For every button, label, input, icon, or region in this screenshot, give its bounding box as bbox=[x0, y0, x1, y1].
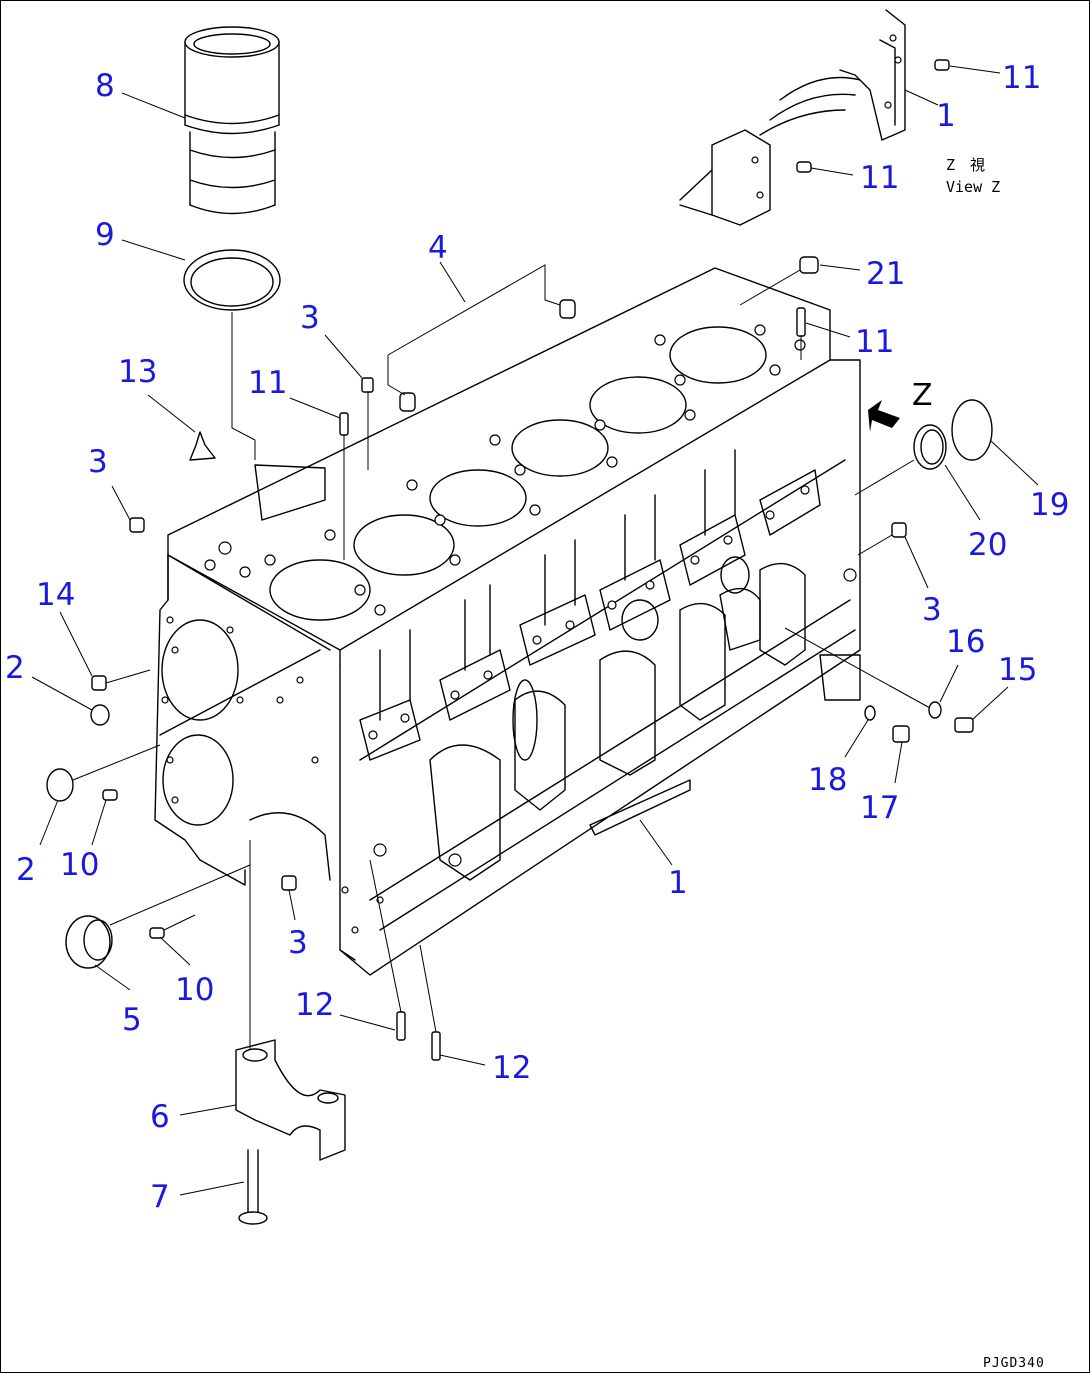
callout-17: 17 bbox=[860, 790, 899, 826]
callout-18: 18 bbox=[808, 762, 847, 798]
callout-10: 10 bbox=[60, 847, 99, 883]
view-z-label-jp: Z 視 bbox=[946, 156, 985, 174]
callout-3: 3 bbox=[288, 925, 308, 961]
callout-11: 11 bbox=[1002, 60, 1041, 96]
callout-9: 9 bbox=[95, 217, 115, 253]
arrow-z-label: Z bbox=[912, 378, 933, 413]
callout-11: 11 bbox=[855, 324, 894, 360]
callout-11: 11 bbox=[860, 160, 899, 196]
callout-12: 12 bbox=[492, 1050, 531, 1086]
callout-1: 1 bbox=[668, 865, 688, 901]
callout-14: 14 bbox=[36, 577, 75, 613]
callout-2: 2 bbox=[16, 852, 36, 888]
callout-1: 1 bbox=[936, 98, 956, 134]
small-parts bbox=[46, 256, 993, 1225]
callout-3: 3 bbox=[300, 300, 320, 336]
drawing-code: PJGD340 bbox=[983, 1356, 1045, 1371]
callout-3: 3 bbox=[922, 592, 942, 628]
callout-8: 8 bbox=[95, 68, 115, 104]
liner-o-ring bbox=[183, 249, 281, 460]
callout-labels: 8 9 4 3 13 11 3 14 2 2 10 5 10 3 12 12 6… bbox=[5, 60, 1069, 1215]
cylinder-liner bbox=[184, 26, 280, 215]
callout-20: 20 bbox=[968, 527, 1007, 563]
view-z-detail bbox=[679, 9, 950, 226]
callout-11: 11 bbox=[248, 365, 287, 401]
callout-13: 13 bbox=[118, 354, 157, 390]
front-plate bbox=[254, 464, 326, 521]
callout-12: 12 bbox=[295, 987, 334, 1023]
callout-5: 5 bbox=[122, 1002, 142, 1038]
callout-16: 16 bbox=[946, 624, 985, 660]
view-z-label-en: View Z bbox=[946, 178, 1000, 196]
leader-lines bbox=[31, 65, 1039, 1196]
view-arrow bbox=[868, 400, 900, 432]
callout-3: 3 bbox=[88, 444, 108, 480]
cylinder-block bbox=[154, 267, 861, 976]
callout-6: 6 bbox=[150, 1099, 170, 1135]
callout-10: 10 bbox=[175, 972, 214, 1008]
callout-19: 19 bbox=[1030, 487, 1069, 523]
callout-21: 21 bbox=[866, 256, 905, 292]
callout-15: 15 bbox=[998, 652, 1037, 688]
callout-4: 4 bbox=[428, 230, 448, 266]
callout-7: 7 bbox=[150, 1179, 170, 1215]
callout-2: 2 bbox=[5, 650, 25, 686]
